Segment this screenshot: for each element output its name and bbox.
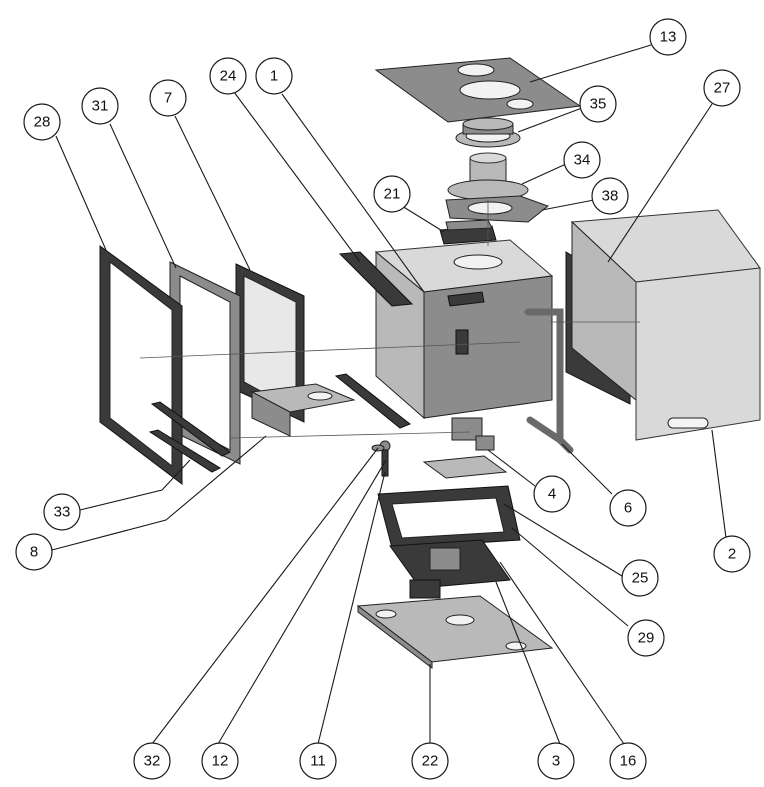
- callout-3: 3: [537, 742, 575, 780]
- callout-12-label: 12: [212, 753, 229, 770]
- callout-3-label: 3: [552, 753, 560, 770]
- callout-35-label: 35: [590, 96, 607, 113]
- callout-38: 38: [591, 177, 629, 215]
- callout-34-label: 34: [574, 152, 591, 169]
- part-main-body: [374, 239, 554, 441]
- assembly-axes: [139, 200, 640, 439]
- part-top-block: [439, 219, 497, 245]
- callout-4: 4: [533, 475, 571, 513]
- callout-31-label: 31: [92, 98, 109, 115]
- callout-16-label: 16: [620, 753, 637, 770]
- part-middle-frame: [169, 261, 241, 465]
- callout-7-label: 7: [164, 90, 172, 107]
- callout-25: 25: [621, 559, 659, 597]
- callout-24-label: 24: [220, 68, 237, 85]
- part-gasket-plate: [445, 195, 550, 223]
- part-hinge-bars: [148, 401, 231, 473]
- callout-16: 16: [609, 742, 647, 780]
- callout-22: 22: [411, 742, 449, 780]
- callout-29: 29: [627, 619, 665, 657]
- callout-6: 6: [609, 489, 647, 527]
- callout-33-label: 33: [54, 504, 71, 521]
- part-grate: [250, 383, 356, 437]
- part-side-rail: [334, 373, 411, 429]
- callout-21-label: 21: [384, 186, 401, 203]
- callout-11-label: 11: [310, 753, 326, 770]
- callout-22-label: 22: [422, 753, 439, 770]
- part-flue-pipe: [447, 152, 529, 201]
- part-flange-ring: [455, 117, 521, 148]
- callout-21: 21: [373, 175, 411, 213]
- callout-27-label: 27: [714, 80, 731, 97]
- part-motor-assembly: [389, 539, 511, 599]
- callout-28-label: 28: [34, 114, 51, 131]
- callout-35: 35: [579, 85, 617, 123]
- callout-27: 27: [703, 69, 741, 107]
- callout-7: 7: [149, 79, 187, 117]
- part-fittings: [371, 435, 495, 477]
- part-outer-casing: [570, 209, 761, 441]
- part-base-plate: [356, 595, 554, 670]
- callout-2-label: 2: [728, 546, 736, 563]
- callout-4-label: 4: [548, 486, 556, 503]
- callout-11: 11: [299, 742, 337, 780]
- callout-25-label: 25: [632, 570, 649, 587]
- callout-32: 32: [133, 742, 171, 780]
- leader-lines: [51, 44, 727, 745]
- part-pipe: [524, 308, 574, 454]
- part-glass-panel: [235, 263, 305, 423]
- callout-28: 28: [23, 103, 61, 141]
- part-tray: [377, 485, 521, 549]
- callout-13: 13: [649, 18, 687, 56]
- callout-8: 8: [15, 533, 53, 571]
- callout-31: 31: [81, 87, 119, 125]
- callout-8-label: 8: [30, 544, 38, 561]
- callout-2: 2: [713, 535, 751, 573]
- callout-29-label: 29: [638, 630, 655, 647]
- part-top-cover: [374, 57, 582, 123]
- callout-24: 24: [209, 57, 247, 95]
- callout-34: 34: [563, 141, 601, 179]
- part-door-frame: [99, 245, 183, 486]
- callout-32-label: 32: [144, 753, 161, 770]
- callout-38-label: 38: [602, 188, 619, 205]
- callout-6-label: 6: [624, 500, 632, 517]
- callout-1: 1: [255, 57, 293, 95]
- part-bottom-plate: [422, 455, 508, 479]
- callout-1-label: 1: [270, 68, 278, 85]
- callout-12: 12: [201, 742, 239, 780]
- callout-33: 33: [43, 493, 81, 531]
- callout-13-label: 13: [660, 29, 677, 46]
